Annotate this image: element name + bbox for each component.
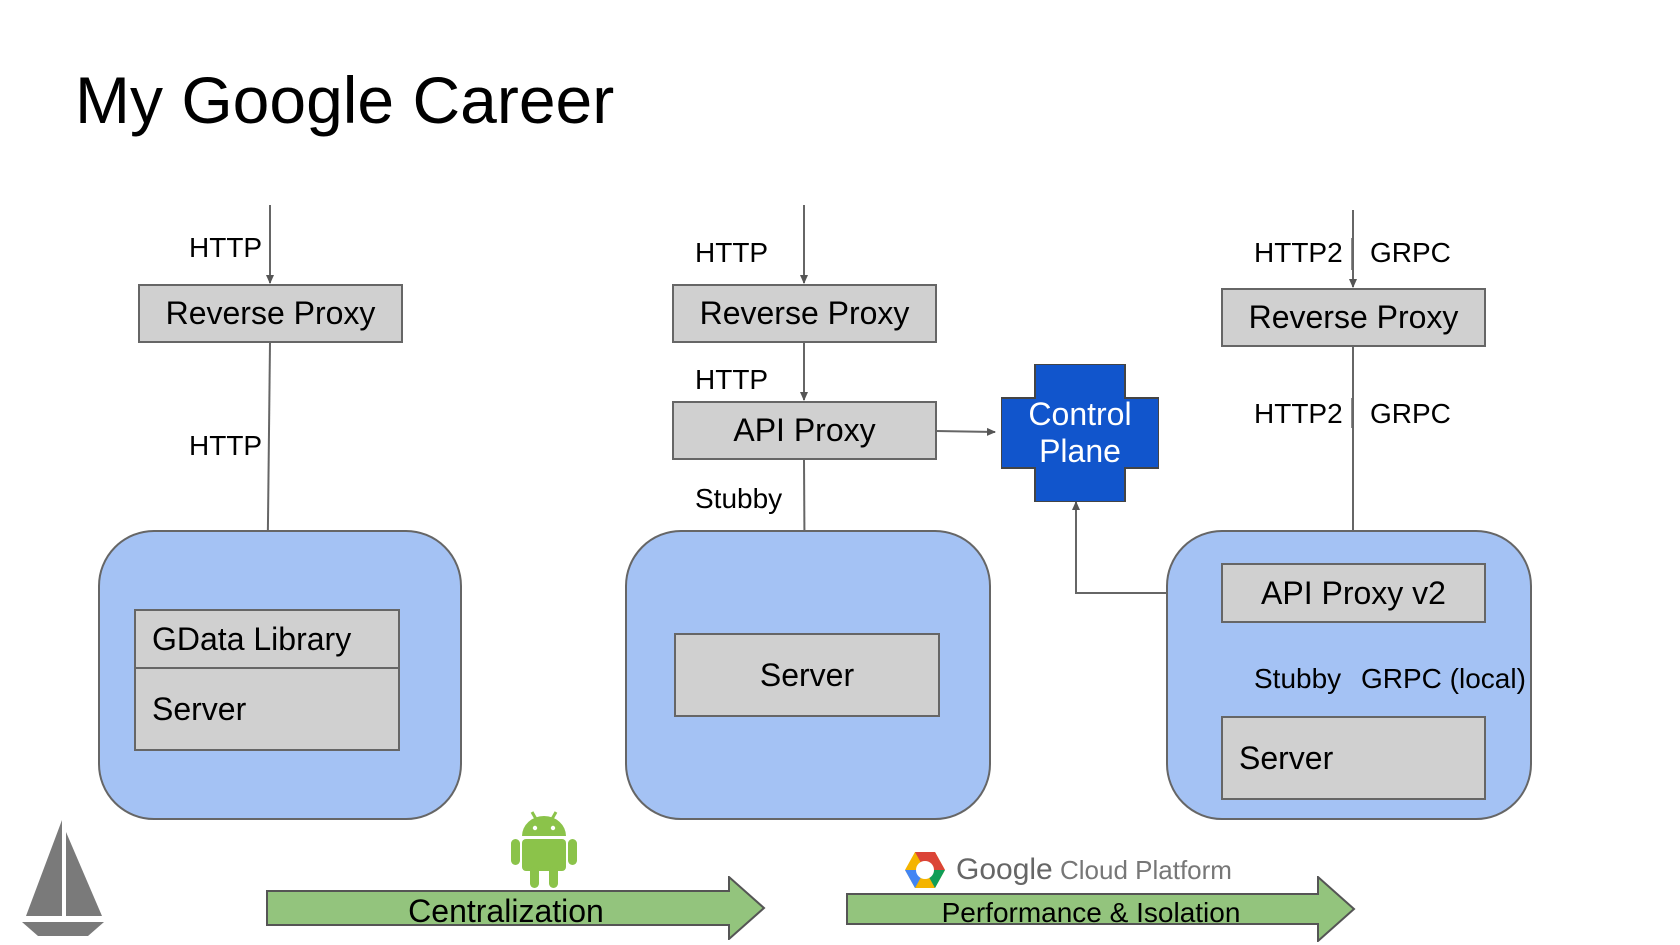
reverse-proxy-box: Reverse Proxy [672, 284, 937, 343]
protocol-label: HTTP2 [1254, 398, 1343, 429]
api-proxy-v2-box: API Proxy v2 [1221, 563, 1486, 623]
centralization-label: Centralization [408, 893, 604, 929]
protocol-label: Stubby [1254, 663, 1342, 694]
reverse-proxy-box: Reverse Proxy [1221, 288, 1486, 347]
server-box: Server [674, 633, 940, 717]
sail-logo-icon [22, 820, 104, 936]
control-plane-node: Control Plane [1001, 364, 1159, 502]
protocol-label: GRPC [1370, 237, 1451, 268]
gcp-product-text: Cloud Platform [1059, 855, 1232, 885]
protocol-label: HTTP [695, 364, 769, 395]
performance-arrow [846, 876, 1356, 942]
protocol-label: Stubby [695, 483, 783, 514]
control-plane-label-line1: Control [1028, 396, 1132, 433]
protocol-label: HTTP2 [1254, 237, 1343, 268]
protocol-label: HTTP [189, 430, 263, 461]
control-plane-cross-shape [1001, 364, 1159, 502]
connector [935, 427, 996, 436]
gcp-hexagon-icon [905, 852, 945, 888]
page-title: My Google Career [75, 63, 615, 137]
protocol-label: GRPC (local) [1361, 663, 1526, 694]
api-proxy-box: API Proxy [672, 401, 937, 460]
server-box: Server [134, 667, 400, 751]
protocol-label: HTTP [189, 232, 263, 263]
android-icon [511, 811, 577, 888]
gcp-brand-text: Google [956, 853, 1053, 886]
gdata-library-box: GData Library [134, 609, 400, 669]
reverse-proxy-box: Reverse Proxy [138, 284, 403, 343]
server-box: Server [1221, 716, 1486, 800]
protocol-label: GRPC [1370, 398, 1451, 429]
centralization-arrow [266, 876, 766, 940]
protocol-label: HTTP [695, 237, 769, 268]
performance-label: Performance & Isolation [941, 897, 1241, 928]
gcp-logo: Google Cloud Platform [904, 850, 1232, 890]
control-plane-label-line2: Plane [1039, 433, 1121, 469]
